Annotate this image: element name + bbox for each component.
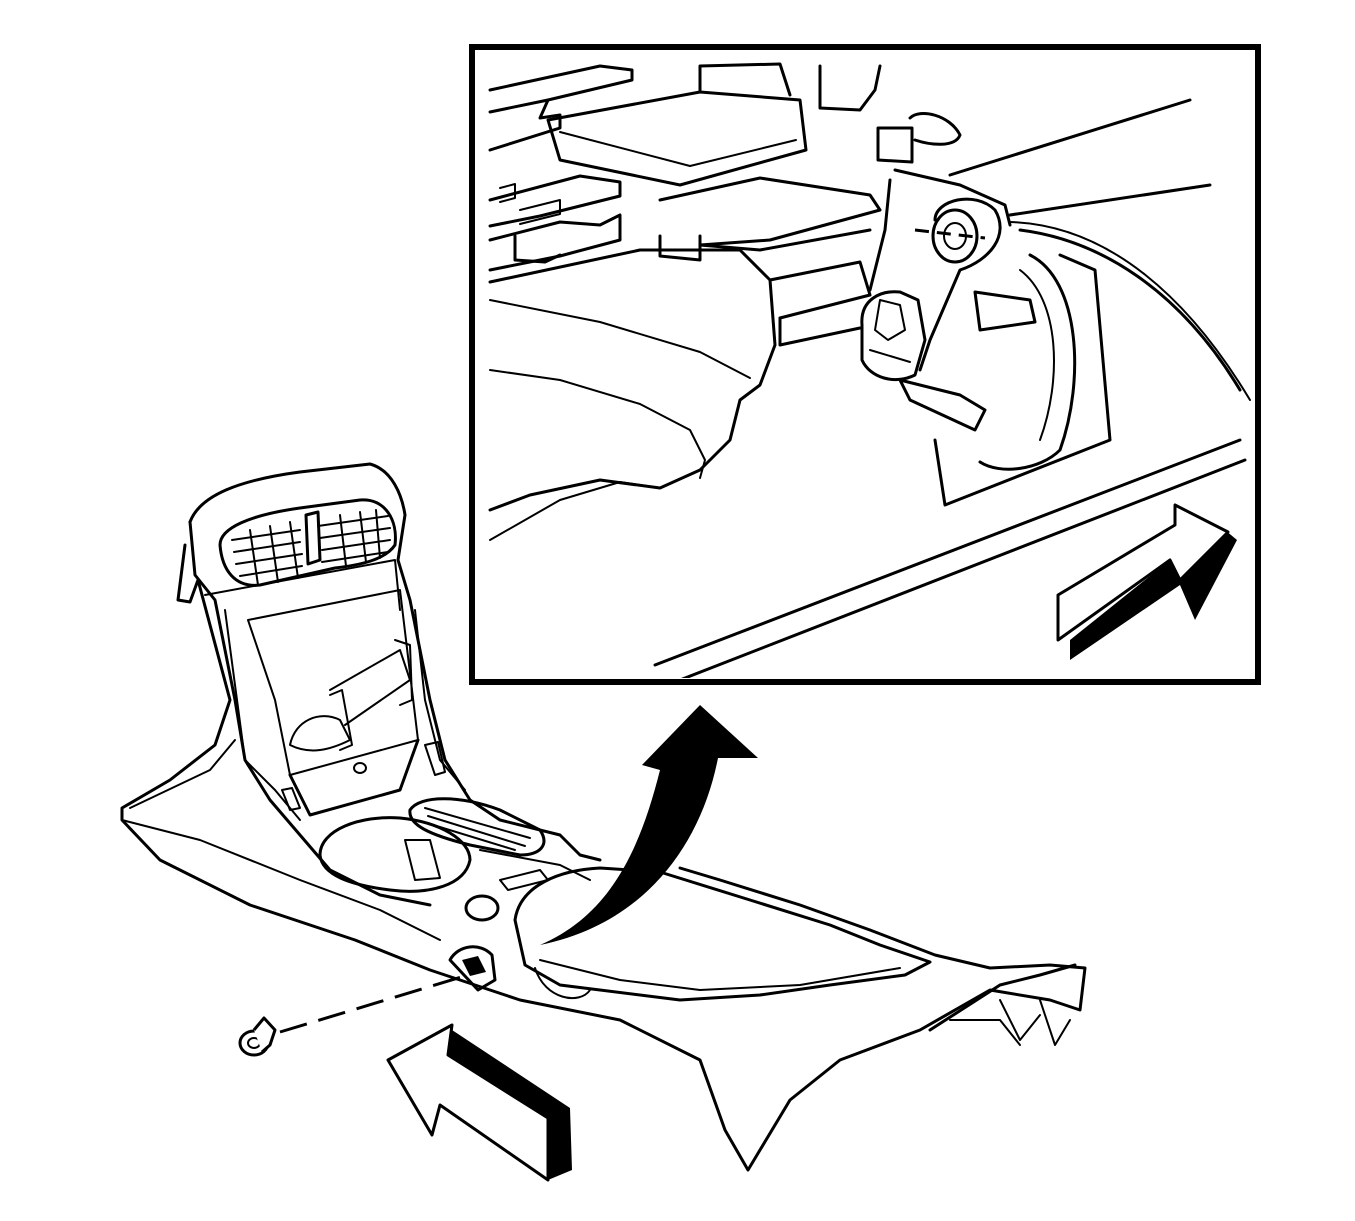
mid-slot-2 bbox=[519, 199, 561, 225]
wire-connector-2 bbox=[329, 689, 353, 751]
body-curve-1 bbox=[1018, 228, 1242, 392]
main-front-arrow bbox=[386, 1023, 572, 1182]
rear-air-vent bbox=[218, 498, 397, 587]
cup-holder-divider bbox=[404, 839, 441, 881]
switch-base bbox=[898, 378, 987, 432]
stud-head bbox=[874, 299, 906, 341]
floor-line-1 bbox=[653, 438, 1242, 667]
inset-drawing bbox=[488, 62, 1251, 678]
rear-bracket bbox=[818, 64, 882, 112]
harness-loop bbox=[289, 715, 351, 752]
bolt-alignment-line bbox=[279, 970, 479, 1034]
tower-opening bbox=[247, 589, 419, 776]
switch-tab bbox=[973, 290, 1037, 332]
console-contour-1 bbox=[489, 299, 751, 379]
rear-leg-top bbox=[928, 963, 1077, 1032]
switch-bracket bbox=[933, 253, 1112, 507]
upper-rail-1 bbox=[488, 64, 634, 114]
console-edge bbox=[488, 248, 777, 512]
stud-edge bbox=[869, 349, 911, 363]
bolt-shank bbox=[252, 1016, 277, 1054]
callout-arrow bbox=[540, 705, 758, 945]
lock-cylinder-hole bbox=[464, 894, 500, 922]
console-contour-2 bbox=[489, 369, 706, 479]
mid-slot-1 bbox=[499, 183, 516, 203]
support-beam-3 bbox=[768, 260, 872, 320]
console-left-flange bbox=[129, 739, 236, 809]
switch-mount-recess bbox=[448, 945, 497, 992]
console-contour-3 bbox=[489, 481, 661, 541]
armrest-pad bbox=[513, 866, 932, 1002]
support-beam-4 bbox=[778, 316, 862, 347]
clip-rod bbox=[868, 178, 892, 292]
rear-leg-panel bbox=[999, 999, 1041, 1041]
shifter-slots bbox=[424, 807, 531, 851]
bin-clip-right bbox=[424, 741, 446, 776]
small-button-panel bbox=[499, 869, 549, 891]
main-arrow-shadow bbox=[440, 1030, 572, 1180]
body-line-1 bbox=[948, 98, 1192, 177]
clip-plate-top bbox=[893, 168, 1012, 227]
cup-holder bbox=[318, 816, 472, 893]
retainer-clip bbox=[908, 112, 962, 146]
shifter-opening bbox=[408, 797, 546, 857]
switch-housing bbox=[978, 253, 1077, 471]
console-tower-right bbox=[188, 462, 602, 862]
switch-housing-inner bbox=[1019, 269, 1055, 441]
support-tab bbox=[658, 234, 702, 262]
rear-leg-panel-2 bbox=[1039, 999, 1071, 1046]
body-line-2 bbox=[1008, 183, 1212, 217]
console-lower-edge bbox=[121, 819, 441, 941]
inset-front-arrow bbox=[1056, 503, 1237, 660]
bin-clip-left bbox=[281, 787, 301, 811]
stud-body bbox=[860, 290, 927, 382]
wire-harness bbox=[329, 649, 411, 726]
rear-leg-edge bbox=[949, 1019, 1021, 1046]
wire-connector-1 bbox=[394, 639, 413, 706]
armrest-seam bbox=[539, 959, 901, 991]
support-beam-2 bbox=[698, 228, 872, 252]
tower-inner-right bbox=[414, 609, 466, 791]
bracket-tray-edge bbox=[559, 131, 797, 167]
console-ridge bbox=[479, 849, 591, 881]
clip-box bbox=[876, 126, 914, 164]
mount-plate bbox=[918, 197, 1002, 372]
tower-panel-top bbox=[204, 559, 401, 611]
bin-fastener-hole bbox=[353, 762, 367, 774]
bracket-post bbox=[698, 62, 792, 97]
storage-bin-front bbox=[288, 738, 420, 817]
mid-rail-1 bbox=[488, 174, 622, 228]
support-beam-1 bbox=[658, 176, 882, 247]
switch-mount-detail bbox=[462, 956, 486, 976]
mount-hole bbox=[931, 208, 979, 264]
vent-divider bbox=[304, 510, 322, 566]
floor-line-2 bbox=[681, 458, 1247, 678]
bolt-icon bbox=[238, 1016, 277, 1057]
main-arrow-face bbox=[386, 1023, 550, 1182]
mid-tab bbox=[513, 234, 562, 264]
center-console bbox=[120, 462, 1087, 1172]
vent-louvers bbox=[231, 509, 391, 586]
armrest-latch bbox=[534, 967, 591, 999]
console-shell bbox=[120, 543, 1087, 1172]
inset-detail-view bbox=[469, 44, 1261, 685]
inset-arrow-face bbox=[1056, 503, 1230, 642]
alignment-line-inset bbox=[914, 228, 986, 240]
body-curve-2 bbox=[1009, 221, 1251, 401]
upper-rail-2 bbox=[488, 98, 562, 152]
